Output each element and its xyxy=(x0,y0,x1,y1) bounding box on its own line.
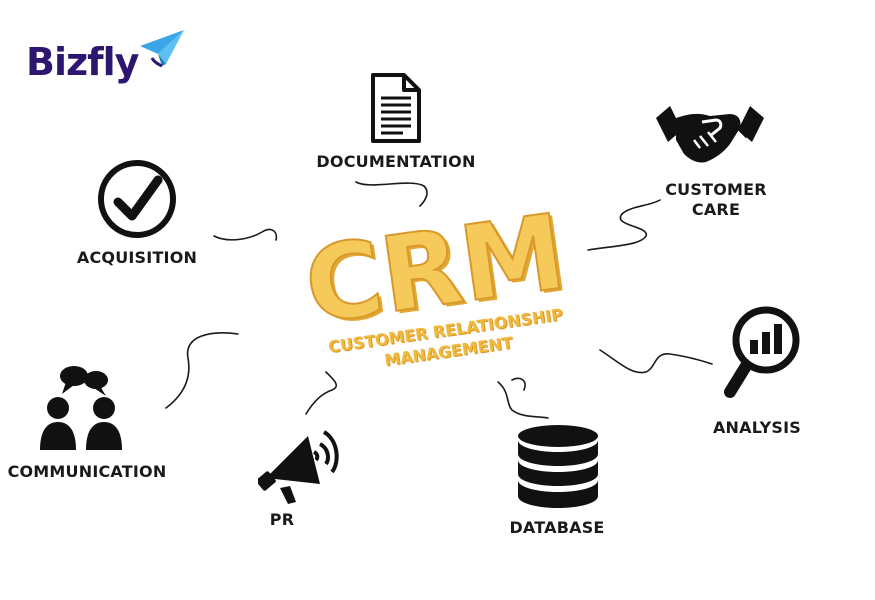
checkmark-circle-icon xyxy=(98,160,176,238)
handshake-icon xyxy=(656,106,764,163)
label-analysis: ANALYSIS xyxy=(712,418,802,437)
document-icon xyxy=(371,73,421,143)
label-documentation: DOCUMENTATION xyxy=(316,152,476,171)
connector-acquisition xyxy=(213,228,278,241)
label-customer-care-line2: CARE xyxy=(691,200,741,219)
label-customer-care-line1: CUSTOMER xyxy=(665,180,767,199)
label-pr: PR xyxy=(269,510,295,529)
connector-pr xyxy=(305,371,337,415)
connector-documentation xyxy=(355,181,428,207)
label-database: DATABASE xyxy=(509,518,605,537)
label-communication: COMMUNICATION xyxy=(7,462,167,481)
megaphone-icon xyxy=(258,430,339,504)
magnifier-chart-icon xyxy=(724,306,800,398)
connector-communication xyxy=(165,332,239,409)
label-customer-care: CUSTOMER CARE xyxy=(646,180,786,220)
paper-plane-icon xyxy=(140,30,184,68)
people-chat-icon xyxy=(40,366,122,450)
connector-analysis xyxy=(599,349,713,374)
label-acquisition: ACQUISITION xyxy=(76,248,198,267)
database-icon xyxy=(518,425,598,508)
connector-database xyxy=(497,377,549,419)
bizfly-logo: Bizfly xyxy=(26,28,186,92)
connector-customer-care xyxy=(587,199,661,251)
logo-text: Bizfly xyxy=(26,40,139,84)
